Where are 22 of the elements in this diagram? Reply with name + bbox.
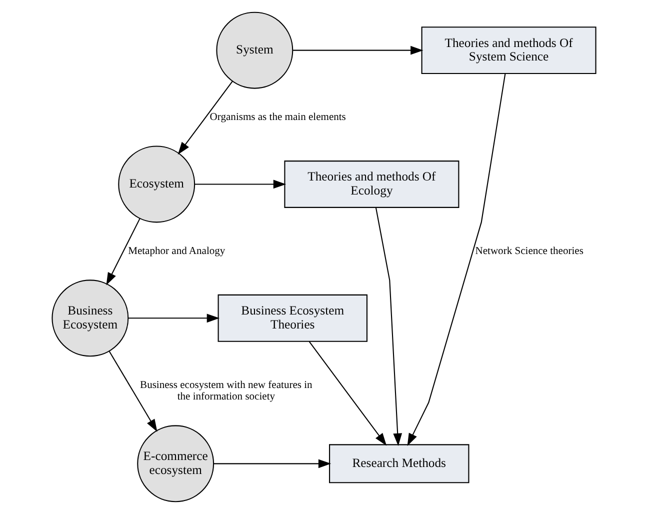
- arrow: [293, 46, 424, 55]
- arrow: [375, 208, 402, 446]
- node-box: Business Ecosystem Theories: [218, 294, 368, 342]
- arrow: [407, 74, 506, 446]
- node-box: Theories and methods Of System Science: [421, 26, 596, 74]
- node-box: Research Methods: [329, 444, 470, 484]
- node-circle: System: [216, 12, 294, 89]
- arrow: [308, 341, 387, 446]
- node-circle: Ecosystem: [118, 146, 196, 223]
- arrow: [128, 314, 220, 323]
- edge-label: Organisms as the main elements: [210, 112, 346, 123]
- node-circle: E-commerce ecosystem: [137, 425, 214, 502]
- node-circle: Business Ecosystem: [52, 280, 129, 357]
- edge-label: Network Science theories: [475, 246, 584, 257]
- node-box: Theories and methods Of Ecology: [284, 160, 460, 208]
- arrow: [178, 80, 233, 155]
- edge-label: Business ecosystem with new features in the information society: [140, 380, 312, 402]
- arrow: [106, 218, 140, 286]
- arrow: [214, 459, 332, 468]
- arrow: [108, 351, 158, 432]
- arrow: [194, 180, 286, 189]
- edge-label: Metaphor and Analogy: [128, 246, 226, 257]
